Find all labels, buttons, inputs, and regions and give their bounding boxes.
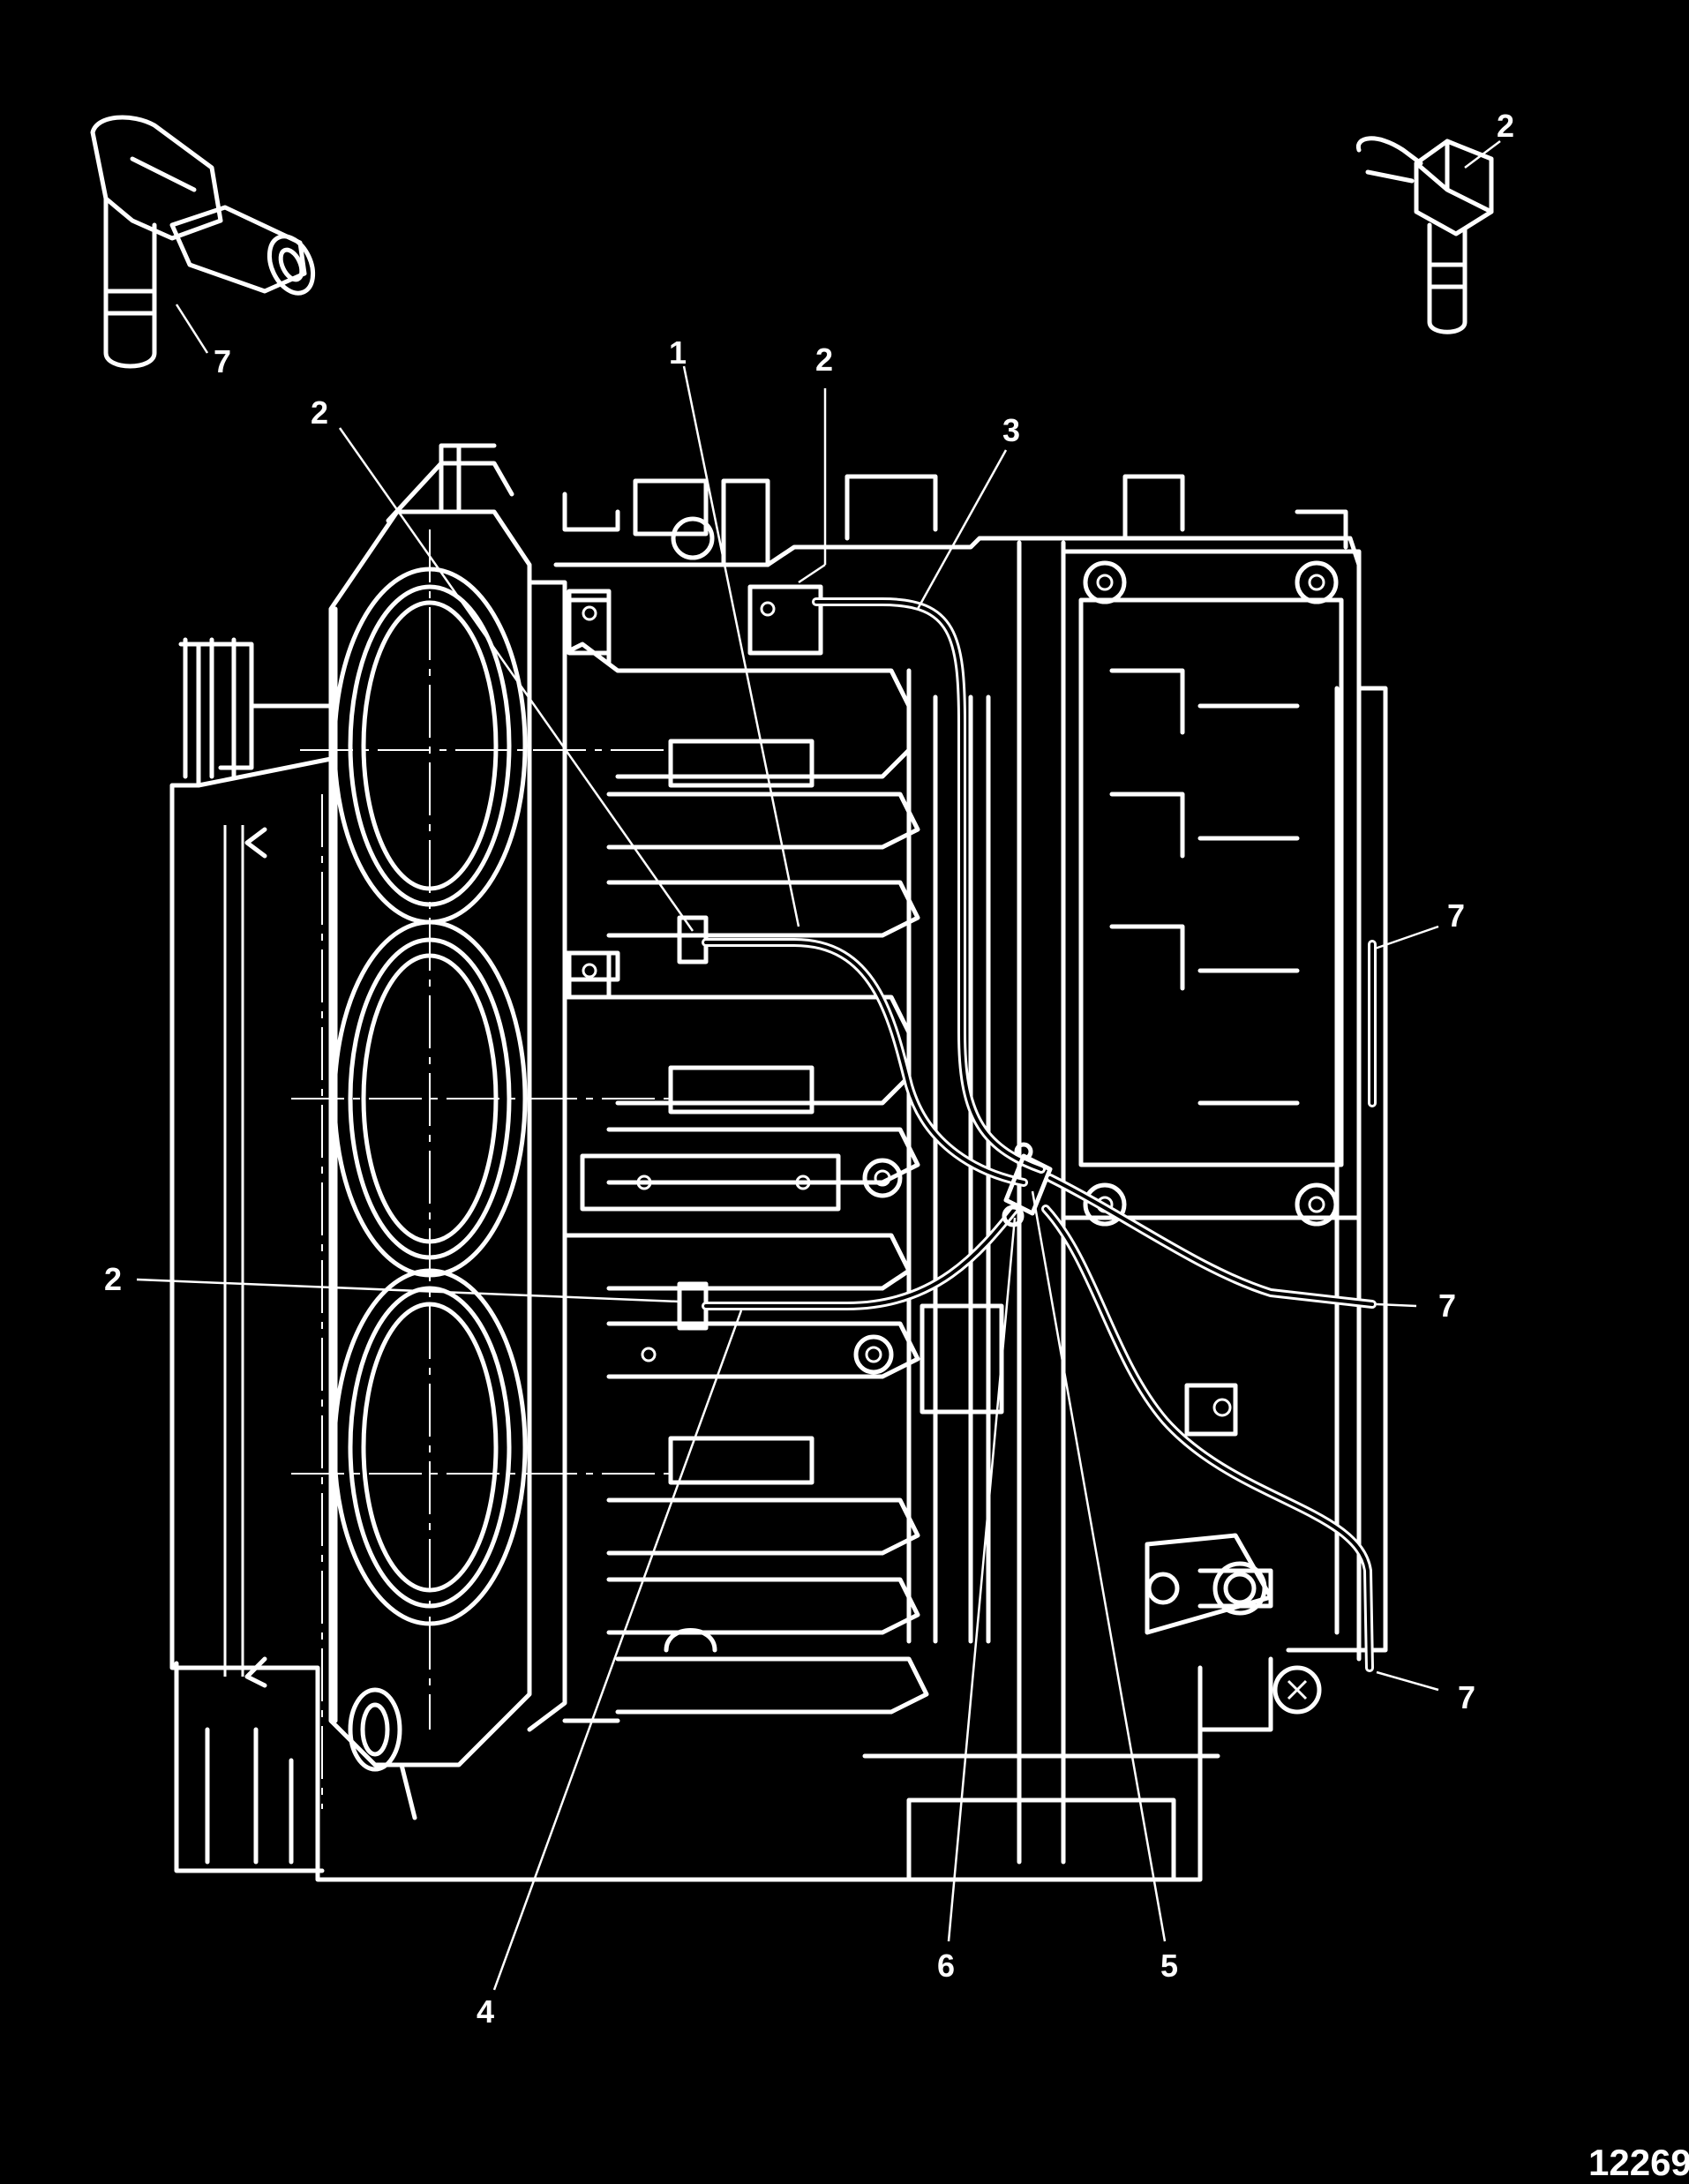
elbow-fitting-inset [1355,136,1494,334]
label-5: 5 [1160,1948,1178,1984]
label-7-inset: 7 [214,343,231,379]
label-2-inset: 2 [1497,108,1514,144]
hose-7-right [1046,1174,1377,1309]
label-6: 6 [937,1948,955,1984]
hose-3 [812,597,1046,1174]
bearing-webs [562,642,991,1715]
cover-plate [1061,549,1362,1227]
label-7-upper: 7 [1447,897,1465,934]
hose-1 [677,915,1028,1187]
engine-block [169,443,1388,1882]
label-3: 3 [1002,412,1020,448]
label-2-mid: 2 [104,1261,122,1297]
bottom-port [348,1687,417,1820]
label-2-upper: 2 [815,341,833,378]
label-7-mid: 7 [1438,1287,1456,1324]
label-2-left: 2 [311,394,328,431]
mounting-bosses [567,584,1238,1437]
hose-7-lower [1041,1205,1374,1672]
hose-routing [677,597,1377,1672]
label-1: 1 [669,334,687,371]
figure-number: 12269 [1588,2142,1689,2183]
hose-4 [677,1205,1019,1331]
callout-labels: 1 2 3 2 2 4 6 5 7 7 7 2 7 [104,108,1514,2030]
tee-fitting-5 [1002,1153,1053,1227]
label-7-lower: 7 [1458,1679,1475,1715]
label-4: 4 [477,1993,494,2030]
leader-lines [136,140,1501,1991]
tee-fitting-inset [90,115,316,369]
